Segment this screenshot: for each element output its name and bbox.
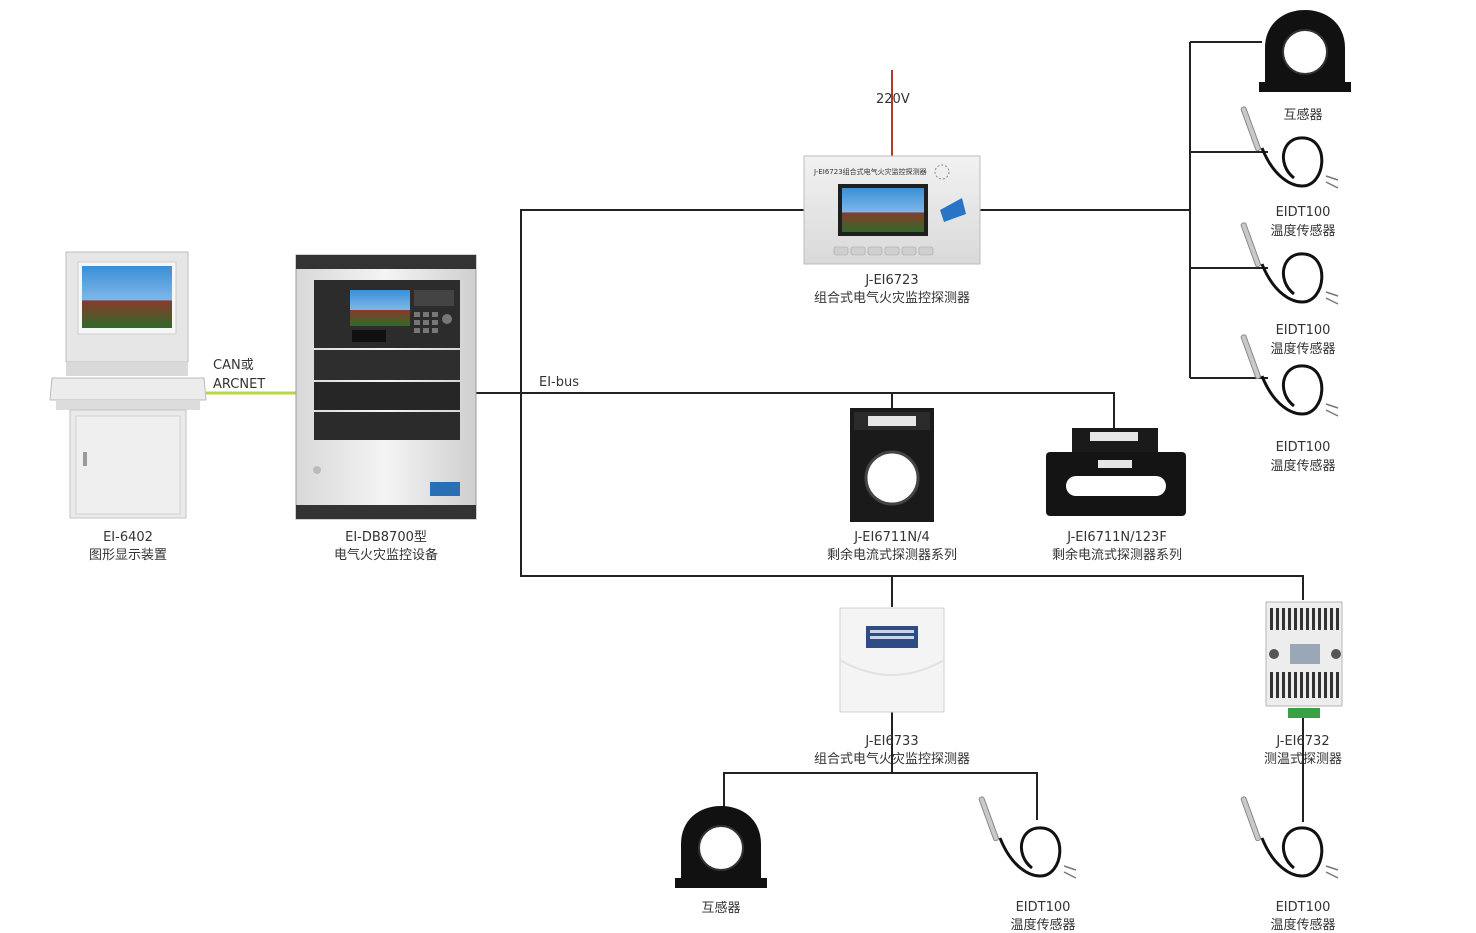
monitor-host-model: EI-DB8700型	[345, 530, 427, 545]
temp-top-2-model: EIDT100	[1276, 323, 1331, 338]
residual-123f-name: 剩余电流式探测器系列	[1052, 547, 1182, 563]
temp-sensor-bottom-2	[1239, 794, 1340, 880]
ct-sensor-bottom	[674, 805, 768, 889]
temp-top-1-model: EIDT100	[1276, 205, 1331, 220]
graphic-display-name: 图形显示装置	[89, 548, 167, 563]
temp-sensor-bottom-1	[977, 794, 1078, 880]
detector-6733-model: J-EI6733	[864, 734, 918, 749]
ct-sensor-top	[1258, 9, 1352, 93]
temp-bottom-2-model: EIDT100	[1276, 900, 1331, 915]
graphic-display-model: EI-6402	[103, 530, 153, 545]
detector-6732-model: J-EI6732	[1275, 734, 1329, 749]
link-label-line2: ARCNET	[213, 377, 265, 392]
temp-top-2-name: 温度传感器	[1270, 341, 1335, 357]
detector-6733-branch	[723, 712, 1038, 820]
detector-6732-name: 测温式探测器	[1264, 752, 1342, 767]
residual-123f-model: J-EI6711N/123F	[1066, 530, 1167, 545]
temp-top-1-name: 温度传感器	[1270, 223, 1335, 239]
temp-top-3-name: 温度传感器	[1270, 458, 1335, 474]
temp-bottom-1-model: EIDT100	[1016, 900, 1071, 915]
residual-4-model: J-EI6711N/4	[853, 530, 930, 545]
host-screen	[350, 290, 410, 326]
temp-top-3-model: EIDT100	[1276, 440, 1331, 455]
residual-4-name: 剩余电流式探测器系列	[827, 547, 957, 563]
ei-bus-wiring	[476, 209, 1304, 607]
ct-top-name: 互感器	[1283, 107, 1322, 123]
detector-6723-name: 组合式电气火灾监控探测器	[814, 290, 970, 306]
temp-bottom-1-name: 温度传感器	[1010, 917, 1075, 933]
detector-6723-branch	[980, 41, 1268, 379]
console-screen	[82, 266, 172, 328]
residual-current-sensor-123f	[1046, 428, 1186, 516]
host-logo	[430, 482, 460, 496]
detector-6723-panel: J-EI6723组合式电气火灾监控探测器	[803, 155, 981, 265]
graphic-display-console	[49, 251, 207, 519]
detector-6723-screen	[842, 188, 924, 232]
bus-label: EI-bus	[539, 375, 579, 390]
residual-current-sensor-4	[850, 408, 934, 522]
link-label-line1: CAN或	[213, 358, 254, 373]
detector-6733-box	[839, 607, 945, 713]
detector-6733-name: 组合式电气火灾监控探测器	[814, 751, 970, 767]
detector-6723-panel-title: J-EI6723组合式电气火灾监控探测器	[813, 167, 927, 176]
detector-6732-box	[1265, 601, 1343, 718]
ct-bottom-name: 互感器	[701, 900, 740, 916]
temp-bottom-2-name: 温度传感器	[1270, 917, 1335, 933]
detector-6723-model: J-EI6723	[864, 273, 918, 288]
monitor-host-name: 电气火灾监控设备	[334, 547, 438, 563]
monitor-host-cabinet	[295, 254, 477, 520]
power-label: 220V	[876, 92, 910, 107]
